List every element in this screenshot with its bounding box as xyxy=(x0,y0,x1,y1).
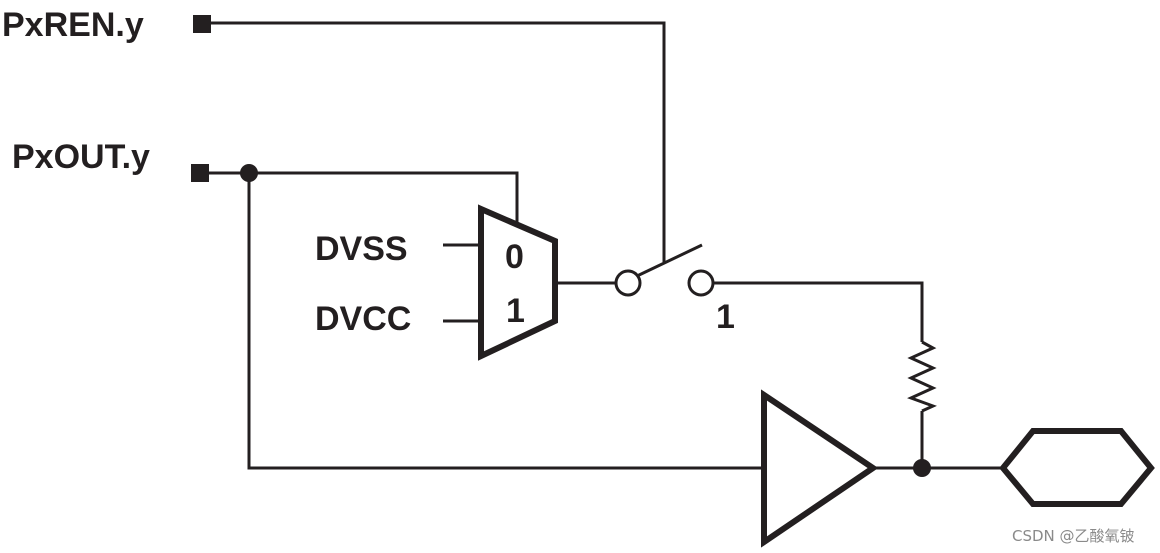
label-dvcc: DVCC xyxy=(315,300,411,338)
label-pxren: PxREN.y xyxy=(2,6,144,44)
switch-lever xyxy=(636,243,703,278)
pxout-to-buffer-wire xyxy=(247,173,764,470)
multiplexer xyxy=(478,204,558,361)
pxren-wire xyxy=(211,21,666,262)
pin-pad xyxy=(999,428,1155,507)
watermark: CSDN @乙酸氧铍 xyxy=(1012,527,1135,545)
switch-contact-left xyxy=(614,269,642,297)
mux-input-0-label: 0 xyxy=(505,238,524,276)
pxren-terminal xyxy=(193,15,211,33)
switch-contact-right xyxy=(687,269,715,297)
pxout-wire xyxy=(209,171,519,222)
switch-position-label: 1 xyxy=(716,298,735,336)
pxout-junction-dot xyxy=(240,164,258,182)
input-buffer xyxy=(761,389,879,548)
pxout-terminal xyxy=(191,164,209,182)
output-junction-dot xyxy=(913,459,931,477)
label-pxout: PxOUT.y xyxy=(12,138,150,176)
switch-output-wire xyxy=(713,281,924,342)
label-dvss: DVSS xyxy=(315,230,408,268)
mux-input-1-label: 1 xyxy=(506,292,525,330)
pull-resistor xyxy=(907,340,937,413)
